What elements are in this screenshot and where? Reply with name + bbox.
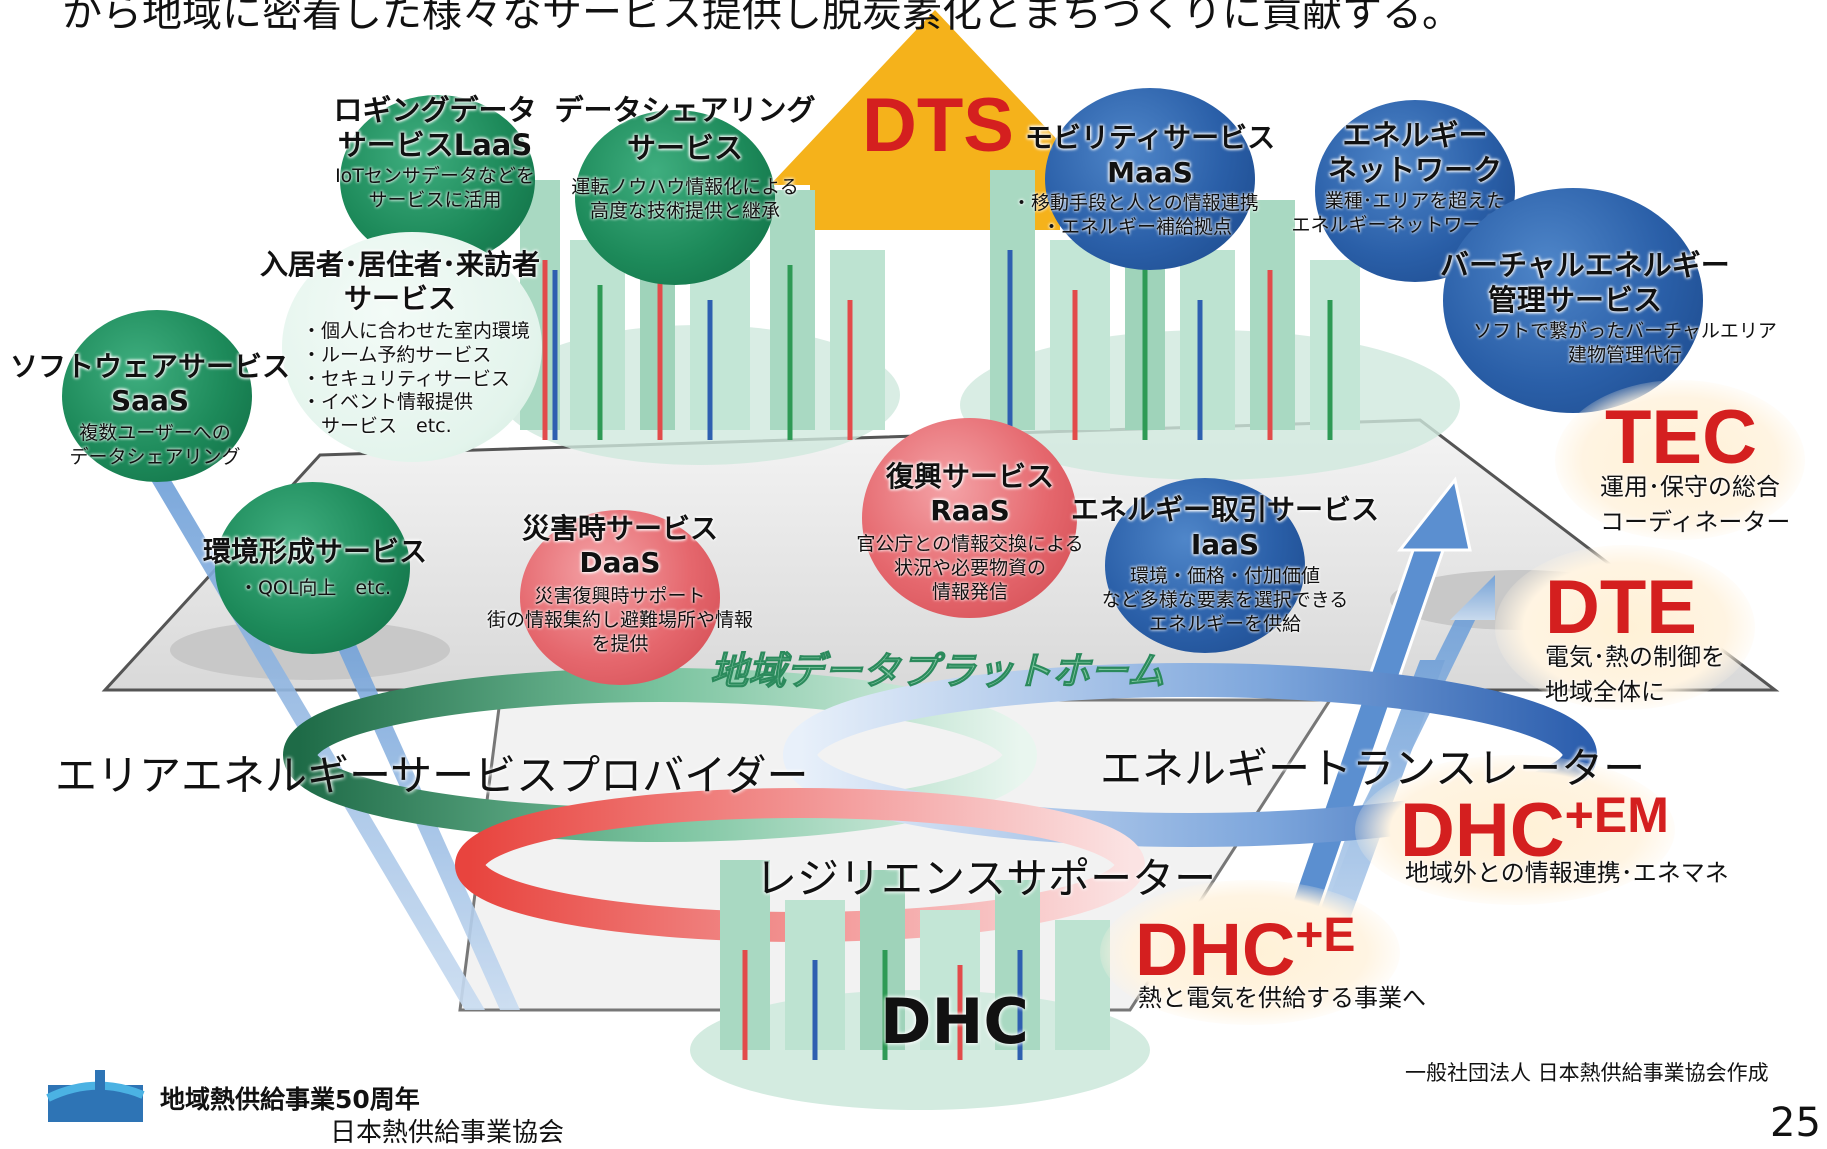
resident-service-desc: ・個人に合わせた室内環境 ・ルーム予約サービス ・セキュリティサービス ・イベン… (302, 320, 531, 437)
footer-organization: 日本熱供給事業協会 (330, 1118, 565, 1148)
dhc-core-label: DHC (880, 985, 1029, 1058)
recovery-service-title: 復興サービス RaaS (885, 460, 1054, 527)
datashare-service-circle (575, 110, 775, 285)
ring-label-translator: エネルギートランスレーター (1100, 744, 1646, 793)
resident-service-circle (282, 232, 542, 462)
ring-label-area: エリアエネルギーサービスプロバイダー (55, 751, 809, 800)
dhc-city (690, 860, 1150, 1110)
disaster-service-circle (520, 510, 720, 685)
dte-desc: 電気･熱の制御を 地域全体に (1545, 643, 1725, 706)
datashare-service-desc: 運転ノウハウ情報化による 高度な技術提供と継承 (571, 176, 799, 222)
disaster-service-desc: 災害復興時サポート 街の情報集約し避難場所や情報 を提供 (486, 585, 753, 655)
software-service-desc: 複数ユーザーへの データシェアリング (69, 422, 241, 468)
virtual-service-desc: ソフトで繋がったバーチャルエリア 建物管理代行 (1473, 320, 1777, 366)
environment-service-title: 環境形成サービス (202, 535, 427, 568)
dhc-e-desc: 熱と電気を供給する事業へ (1138, 984, 1426, 1012)
dhc-e-glow (1100, 880, 1400, 1025)
top-caption: から地域に密着した様々なサービス提供し脱炭素化とまちづくりに貢献する。 (62, 0, 1462, 36)
page-number: 25 (1770, 1100, 1821, 1146)
dhc-em-desc: 地域外との情報連携･エネマネ (1405, 859, 1729, 887)
diagram-canvas: から地域に密着した様々なサービス提供し脱炭素化とまちづくりに貢献する。 DTS … (9, 0, 1821, 1148)
association-logo (46, 1070, 145, 1122)
footer-title: 地域熱供給事業50周年 (160, 1085, 420, 1114)
tec-desc: 運用･保守の総合 コーディネーター (1600, 473, 1791, 536)
recovery-service-desc: 官公庁との情報交換による 状況や必要物資の 情報発信 (856, 533, 1084, 603)
mobility-service-title: モビリティサービス MaaS (1024, 121, 1276, 189)
virtual-service-title: バーチャルエネルギー 管理サービス (1440, 248, 1730, 317)
ring-label-resilience: レジリエンスサポーター (755, 854, 1217, 903)
recovery-service-circle (862, 418, 1077, 618)
dte-label: DTE (1545, 565, 1697, 650)
disaster-service-title: 災害時サービス DaaS (521, 512, 718, 579)
datashare-service-title: データシェアリング サービス (554, 93, 816, 165)
dte-glow (1495, 545, 1755, 710)
environment-service-circle (215, 482, 410, 654)
mobility-service-desc: ・移動手段と人との情報連携 ・エネルギー補給拠点 (1012, 192, 1259, 238)
environment-service-desc: ・QOL向上 etc. (238, 577, 392, 599)
dhc-em-label: DHC+EM (1400, 787, 1669, 873)
supply-lines (542, 250, 1333, 440)
software-service-circle (62, 310, 252, 482)
dhc-em-glow (1355, 755, 1675, 905)
resident-service-title: 入居者･居住者･来訪者 サービス (259, 248, 540, 315)
dts-label: DTS (862, 83, 1014, 168)
logging-service-title: ロギングデータ サービスLaaS (333, 93, 537, 162)
trading-service-circle (1105, 478, 1305, 653)
tec-glow (1555, 380, 1805, 540)
dhc-e-label: DHC+E (1135, 908, 1356, 991)
credit-text: 一般社団法人 日本熱供給事業協会作成 (1405, 1061, 1769, 1085)
mobility-service-circle (1045, 88, 1255, 270)
trading-service-desc: 環境・価格・付加価値 など多様な要素を選択できる エネルギーを供給 (1101, 565, 1349, 635)
network-service-title: エネルギー ネットワーク (1327, 118, 1502, 187)
platform-label: 地域データプラットホーム (710, 649, 1166, 694)
tec-label: TEC (1605, 395, 1757, 480)
logging-service-desc: IoTセンサデータなどを サービスに活用 (335, 165, 535, 211)
virtual-service-circle (1443, 188, 1703, 413)
software-service-title: ソフトウェアサービス SaaS (9, 350, 290, 417)
trading-service-title: エネルギー取引サービス IaaS (1070, 493, 1379, 561)
